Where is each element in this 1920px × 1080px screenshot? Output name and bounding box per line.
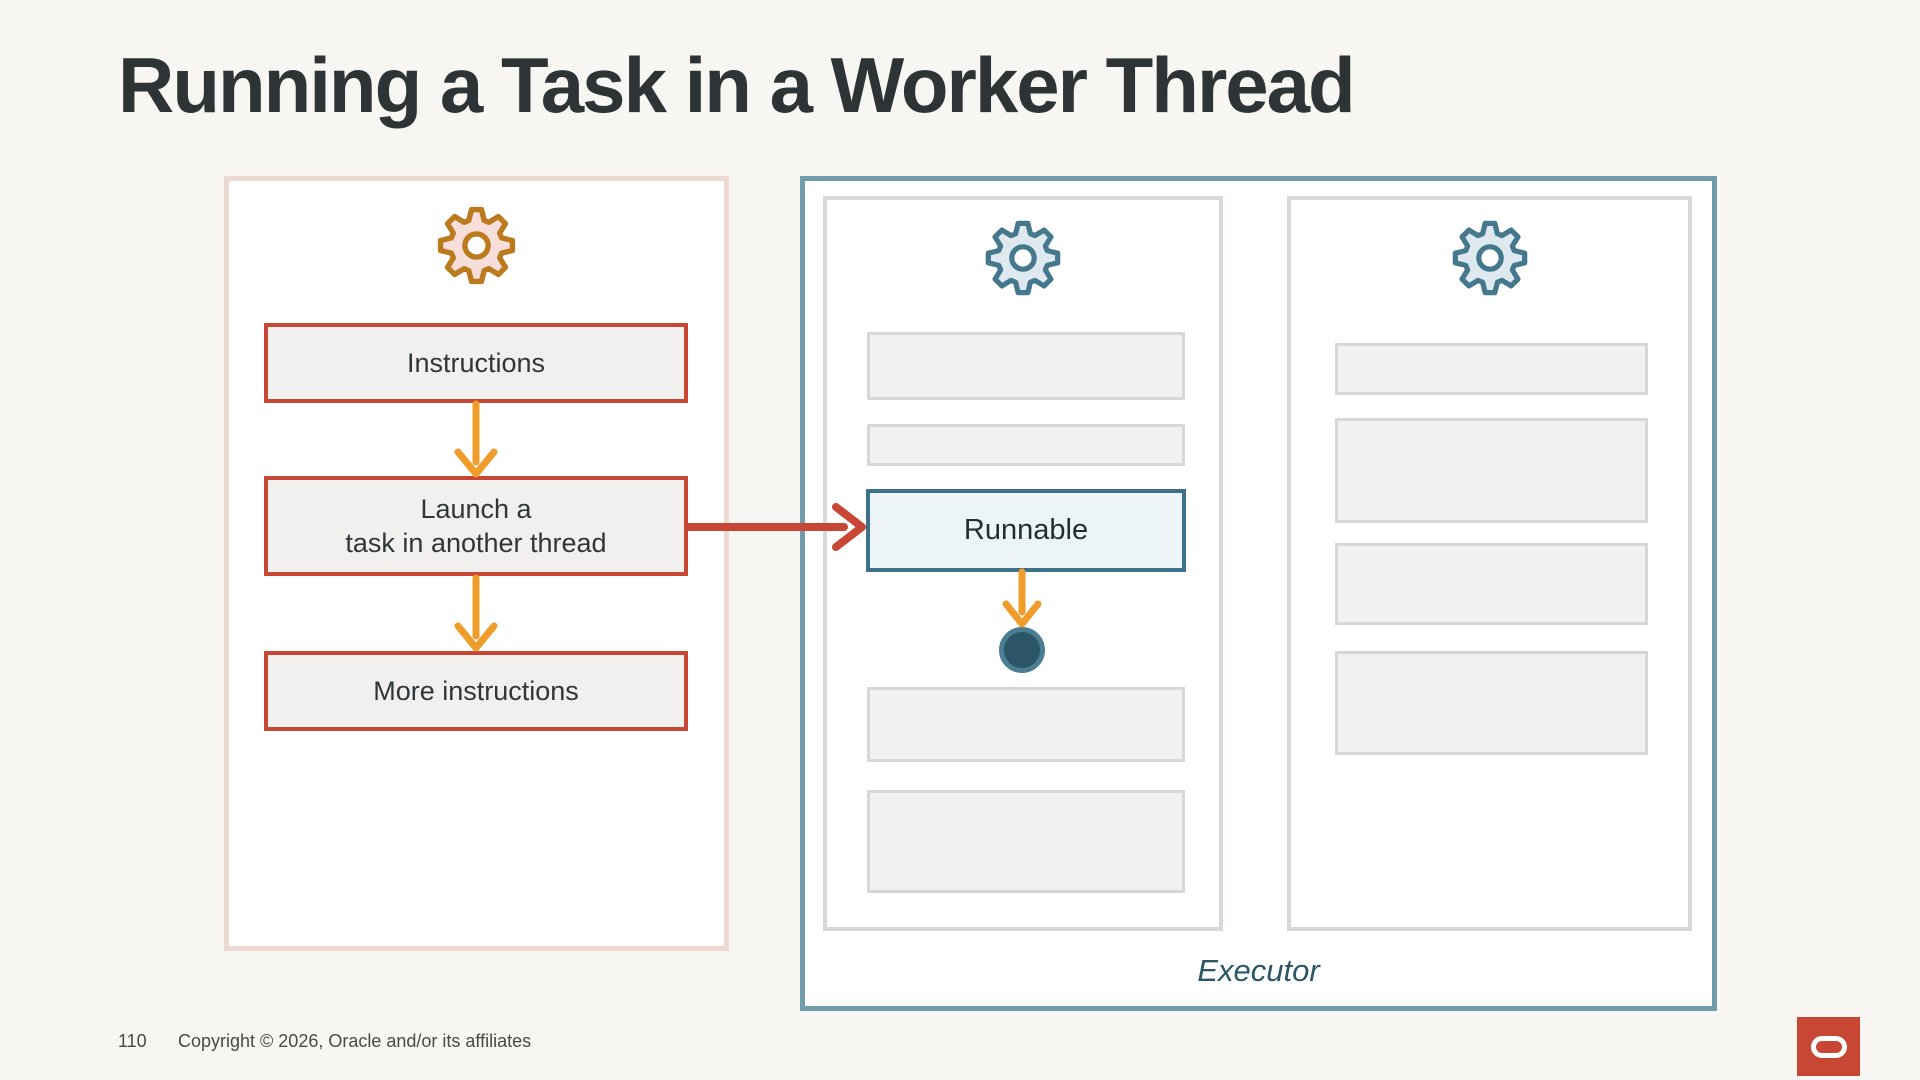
task-slot <box>1335 343 1648 395</box>
instructions-box: Instructions <box>264 323 688 403</box>
launch-task-box: Launch a task in another thread <box>264 476 688 576</box>
gear-icon <box>1449 217 1531 299</box>
gear-icon <box>982 217 1064 299</box>
worker-thread-panel-1: Runnable <box>823 196 1223 931</box>
oracle-o-icon <box>1810 1035 1847 1058</box>
worker-thread-panel-2 <box>1287 196 1692 931</box>
task-slot <box>867 424 1185 466</box>
arrow-down-icon <box>1002 568 1042 628</box>
runnable-label: Runnable <box>963 514 1089 546</box>
arrow-right-icon <box>684 503 866 551</box>
footer-page-number: 110 <box>118 1031 147 1051</box>
executor-panel: Runnable Executor <box>800 176 1717 1011</box>
task-slot <box>867 687 1185 762</box>
task-slot <box>1335 543 1648 625</box>
more-instructions-label: More instructions <box>373 676 579 706</box>
task-slot <box>1335 651 1648 755</box>
launch-task-label: Launch a task in another thread <box>345 494 607 558</box>
caller-thread-panel: Instructions Launch a task in another th… <box>224 176 729 951</box>
executor-label: Executor <box>1197 953 1320 988</box>
instructions-label: Instructions <box>406 348 546 378</box>
runnable-box: Runnable <box>866 489 1186 572</box>
oracle-logo <box>1797 1017 1860 1076</box>
footer-copyright: Copyright © 2026, Oracle and/or its affi… <box>178 1031 532 1051</box>
task-start-dot <box>999 627 1045 673</box>
gear-icon <box>434 203 519 288</box>
task-slot <box>867 790 1185 893</box>
task-slot <box>867 332 1185 400</box>
task-slot <box>1335 418 1648 523</box>
arrow-down-icon <box>454 574 498 652</box>
arrow-down-icon <box>454 400 498 478</box>
slide-title: Running a Task in a Worker Thread <box>118 41 1356 129</box>
more-instructions-box: More instructions <box>264 651 688 731</box>
